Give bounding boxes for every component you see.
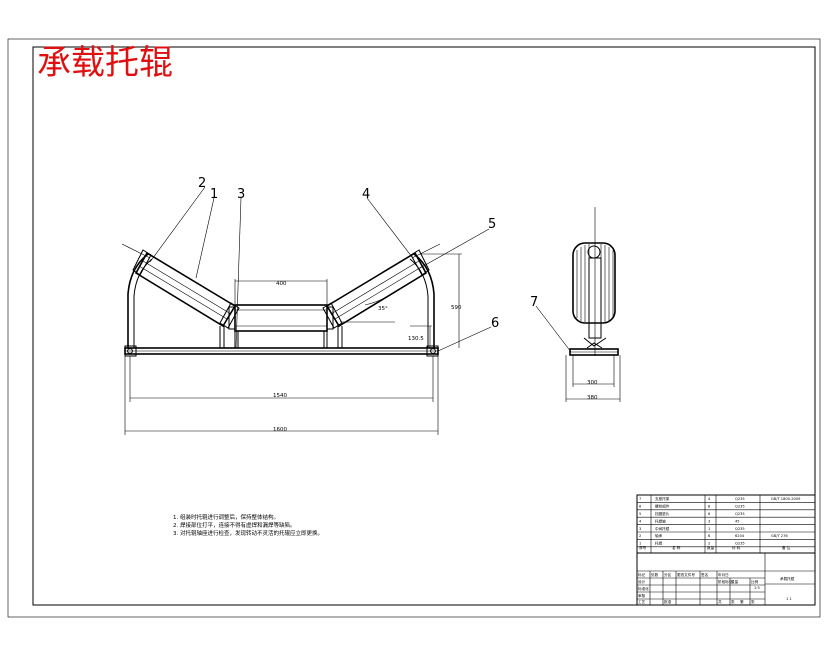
label-2: 2 bbox=[198, 176, 206, 191]
bom-no: 7 bbox=[639, 497, 641, 501]
right-inclined-roller bbox=[322, 249, 430, 329]
tb-field-label: 签名 bbox=[701, 572, 709, 577]
tb-scale: 1:5 bbox=[754, 586, 760, 590]
dim-bottom-offset: 130.5 bbox=[408, 336, 424, 342]
bom-qty: 8 bbox=[708, 505, 711, 509]
dim-height: 590 bbox=[451, 305, 462, 311]
bom-name: 托辊轴 bbox=[655, 518, 666, 523]
tb-head-no: 序号 bbox=[639, 545, 647, 550]
tb-sheet: 1 1 bbox=[786, 597, 792, 601]
tb-field-label: 标记 bbox=[638, 572, 646, 577]
bom-name: 螺栓组件 bbox=[655, 504, 670, 509]
front-view: 400 590 130.5 35° 1540 1600 2 1 3 4 bbox=[121, 176, 499, 435]
tb-field-label: 张 bbox=[751, 599, 755, 604]
bom-qty: 3 bbox=[708, 519, 710, 523]
tb-field-label: 张 bbox=[731, 599, 735, 604]
tb-field-label: 重量 bbox=[731, 579, 739, 584]
bom-material: Q235 bbox=[735, 512, 745, 516]
drawing-title: 承载托辊 bbox=[37, 43, 173, 83]
tb-head-material: 材 料 bbox=[732, 545, 741, 550]
center-roller bbox=[228, 304, 334, 332]
bom-qty: 4 bbox=[708, 497, 711, 501]
tb-head-note: 备 注 bbox=[782, 545, 791, 550]
label-7: 7 bbox=[530, 295, 538, 310]
bom-no: 1 bbox=[639, 542, 641, 546]
tb-field-label: 第 bbox=[740, 599, 744, 604]
bom-material: 45 bbox=[735, 519, 740, 523]
bom-no: 5 bbox=[639, 512, 641, 516]
bom-no: 2 bbox=[639, 534, 641, 538]
tb-field-label: 工艺 bbox=[638, 599, 646, 604]
label-4: 4 bbox=[362, 187, 370, 202]
bom-name: 挡圈垫片 bbox=[655, 511, 670, 516]
bom-no: 3 bbox=[639, 527, 641, 531]
bom-qty: 6 bbox=[708, 534, 711, 538]
outer-border bbox=[7, 38, 821, 618]
bom-no: 6 bbox=[639, 505, 642, 509]
tb-field-label: 分区 bbox=[664, 572, 672, 577]
dim-side-outer: 380 bbox=[587, 395, 598, 401]
tb-field-label: 审核 bbox=[638, 593, 646, 598]
bom-material: Q235 bbox=[735, 505, 745, 509]
dim-overall-length: 1600 bbox=[273, 427, 287, 433]
tb-field-label: 比例 bbox=[751, 579, 759, 584]
bom-material: Q235 bbox=[735, 542, 745, 546]
note-2: 2. 焊接部位打平，连接不得有虚焊和漏焊等缺陷。 bbox=[173, 521, 296, 529]
bom-qty: 6 bbox=[708, 512, 711, 516]
bom-qty: 2 bbox=[708, 542, 710, 546]
bom-name: 支座托架 bbox=[655, 496, 670, 501]
bom-name: 中间托辊 bbox=[655, 526, 670, 531]
tb-field-label: 标准化 bbox=[638, 586, 649, 591]
tb-head-name: 名 称 bbox=[672, 545, 681, 550]
label-5: 5 bbox=[488, 217, 496, 232]
dim-center-width: 400 bbox=[276, 281, 287, 287]
dim-angle: 35° bbox=[378, 306, 388, 312]
tb-field-label: 更改文件号 bbox=[677, 572, 695, 577]
tb-field-label: 共 bbox=[718, 599, 722, 604]
dim-side-inner: 300 bbox=[587, 380, 598, 386]
bom-name: 轴承 bbox=[655, 533, 663, 538]
bom-note: GB/T 1800-2009 bbox=[771, 497, 801, 501]
label-3: 3 bbox=[237, 187, 245, 202]
note-1: 1. 组装时托辊进行调整后，保持整体结构。 bbox=[173, 513, 279, 521]
tb-field-label: 处数 bbox=[651, 572, 659, 577]
technical-notes: 1. 组装时托辊进行调整后，保持整体结构。 2. 焊接部位打平，连接不得有虚焊和… bbox=[173, 513, 323, 537]
tb-field-label: 设计 bbox=[638, 579, 646, 584]
label-1: 1 bbox=[210, 187, 218, 202]
note-3: 3. 对托辊轴座进行检查，发现转动不灵活的托辊应立即更换。 bbox=[173, 529, 323, 537]
left-foot bbox=[124, 345, 137, 357]
side-view: 300 380 7 bbox=[530, 207, 621, 402]
bom-material: Q235 bbox=[735, 527, 745, 531]
label-6: 6 bbox=[491, 316, 499, 331]
tb-field-label: 阶段标记 bbox=[718, 579, 733, 584]
tb-field-label: 批准 bbox=[664, 599, 672, 604]
bom-name: 托辊 bbox=[655, 541, 663, 546]
dim-inner-span: 1540 bbox=[273, 393, 287, 399]
bom-note: GB/T 276 bbox=[771, 534, 788, 538]
tb-field-label: 年月日 bbox=[718, 572, 729, 577]
bom-material: 6204 bbox=[735, 534, 745, 538]
side-roller-body bbox=[572, 242, 616, 324]
bom-material: Q235 bbox=[735, 497, 745, 501]
drawing-frame bbox=[32, 46, 816, 606]
bom-qty: 1 bbox=[708, 527, 710, 531]
tb-drawing-name: 承载托辊 bbox=[780, 576, 795, 581]
tb-head-qty: 数量 bbox=[707, 545, 715, 550]
bom-no: 4 bbox=[639, 519, 642, 523]
left-inclined-roller bbox=[132, 249, 240, 329]
